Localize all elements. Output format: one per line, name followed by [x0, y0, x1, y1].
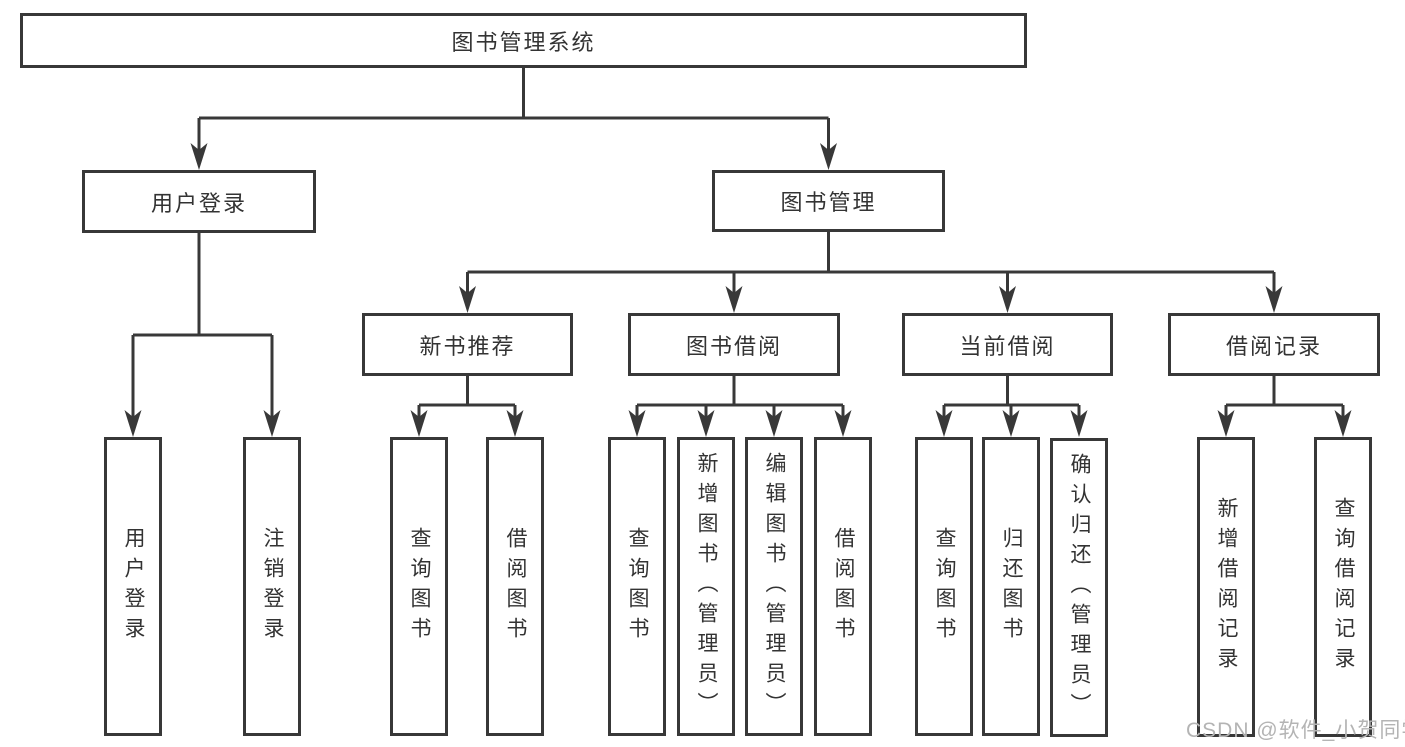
node-book-management: 图书管理 — [712, 170, 945, 232]
node-library-management-system: 图书管理系统 — [20, 13, 1027, 68]
leaf-user-login: 用户登录 — [104, 437, 162, 736]
leaf-confirm-return-admin: 确认归还（管理员） — [1050, 438, 1108, 737]
leaf-edit-books-admin: 编辑图书（管理员） — [745, 437, 803, 736]
watermark-text: CSDN @软件_小贺同学 — [1186, 719, 1405, 742]
leaf-query-borrow-record: 查询借阅记录 — [1314, 437, 1372, 737]
node-new-book-recommend: 新书推荐 — [362, 313, 573, 376]
leaf-query-books-current: 查询图书 — [915, 437, 973, 736]
node-book-borrowing: 图书借阅 — [628, 313, 840, 376]
leaf-borrow-books-recommend: 借阅图书 — [486, 437, 544, 736]
leaf-query-books-borrowing: 查询图书 — [608, 437, 666, 736]
leaf-add-books-admin: 新增图书（管理员） — [677, 437, 735, 736]
leaf-borrow-books: 借阅图书 — [814, 437, 872, 736]
node-current-borrowing: 当前借阅 — [902, 313, 1113, 376]
leaf-return-books: 归还图书 — [982, 437, 1040, 736]
leaf-logout: 注销登录 — [243, 437, 301, 736]
node-borrowing-records: 借阅记录 — [1168, 313, 1380, 376]
leaf-query-books-recommend: 查询图书 — [390, 437, 448, 736]
leaf-add-borrow-record: 新增借阅记录 — [1197, 437, 1255, 737]
node-user-login: 用户登录 — [82, 170, 316, 233]
